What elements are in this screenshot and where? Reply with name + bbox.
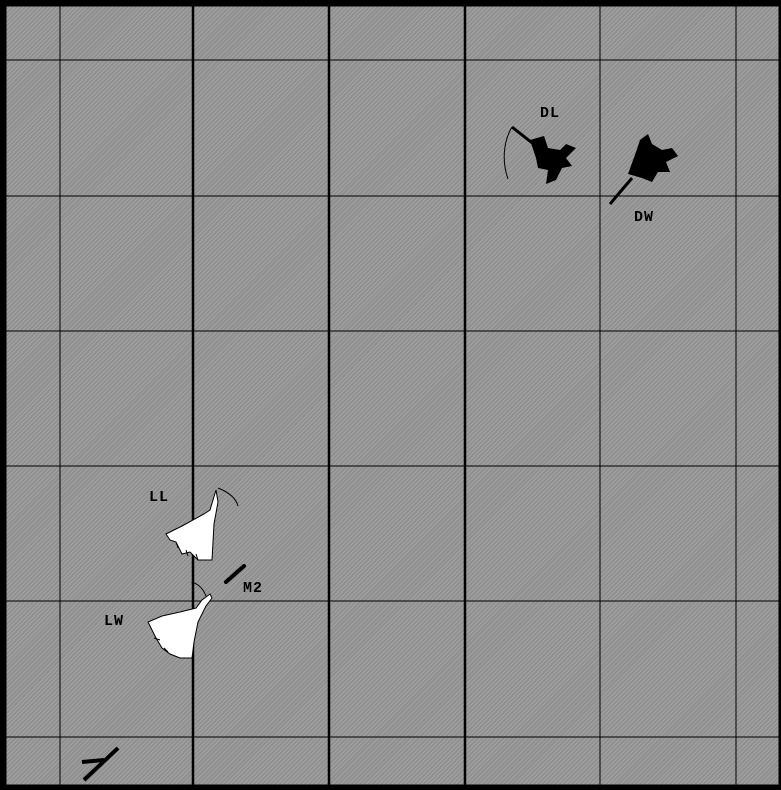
light-fighter-icon[interactable] <box>140 582 220 662</box>
unit-label-light-wing: LW <box>104 614 124 630</box>
unit-label-missile: M2 <box>243 581 263 597</box>
dark-fighter-icon[interactable] <box>500 122 584 194</box>
unit-label-light-lead: LL <box>149 490 169 506</box>
dark-fighter-icon[interactable] <box>606 132 682 208</box>
unit-label-dark-lead: DL <box>540 106 560 122</box>
unit-label-dark-wing: DW <box>634 210 654 226</box>
map-marker-icon[interactable] <box>78 742 122 784</box>
